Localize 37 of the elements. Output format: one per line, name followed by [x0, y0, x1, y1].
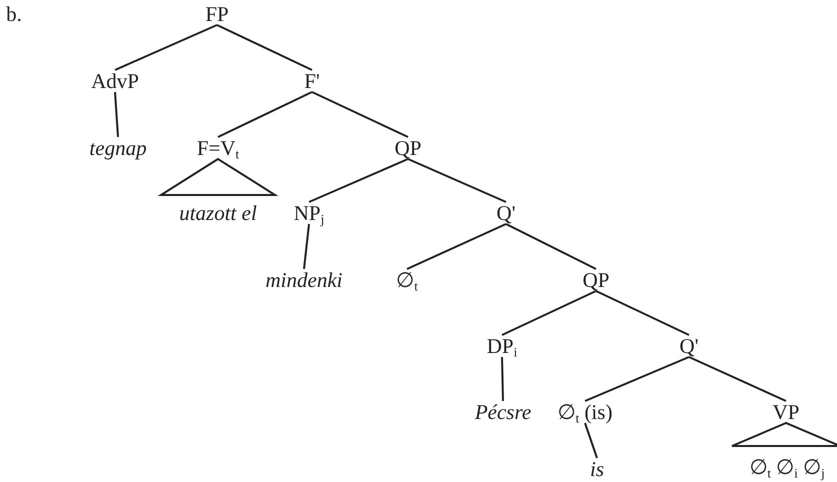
branch-line: [584, 356, 690, 402]
tree-node-label: AdvP: [91, 70, 139, 92]
tree-node-label: ∅$_{t}$: [396, 269, 418, 291]
tree-node-label: Q': [496, 202, 516, 224]
branch-line: [308, 158, 408, 203]
branch-line: [584, 422, 598, 458]
tree-node-label: NP$_{j}$: [294, 202, 324, 224]
tree-node-label: Pécsre: [474, 401, 532, 423]
tree-node-label: DP$_{i}$: [486, 335, 518, 357]
tree-node-label: ∅$_{t}$ (is): [558, 401, 612, 423]
tree-node-label: is: [590, 458, 604, 480]
tree-node-label: FP: [205, 3, 229, 25]
example-label: b.: [6, 3, 22, 25]
branch-line: [688, 356, 786, 402]
tree-node-label: utazott el: [179, 202, 257, 224]
tree-node-label: F=V$_{t}$: [196, 137, 240, 159]
tree-node-label: QP: [394, 137, 422, 159]
tree-node-label: mindenki: [266, 269, 342, 291]
tree-node-label: tegnap: [89, 137, 147, 159]
branch-line: [114, 92, 119, 138]
tree-node-label: F': [304, 70, 320, 92]
branch-line: [406, 223, 506, 270]
triangle-shape: [732, 423, 837, 446]
branch-line: [303, 224, 310, 270]
branch-line: [216, 24, 312, 71]
tree-node-label: ∅$_{t}$ ∅$_{i}$ ∅$_{j}$: [749, 456, 825, 478]
branch-line: [506, 223, 596, 270]
branch-line: [596, 290, 690, 336]
branch-line: [312, 91, 408, 138]
tree-node-label: Q': [680, 335, 698, 357]
tree-node-label: VP: [772, 401, 800, 423]
branch-line: [218, 91, 312, 138]
branch-line: [114, 24, 218, 71]
branch-line: [501, 356, 504, 402]
tree-node-label: QP: [582, 269, 610, 291]
branch-line: [502, 290, 596, 336]
branch-line: [408, 158, 506, 203]
